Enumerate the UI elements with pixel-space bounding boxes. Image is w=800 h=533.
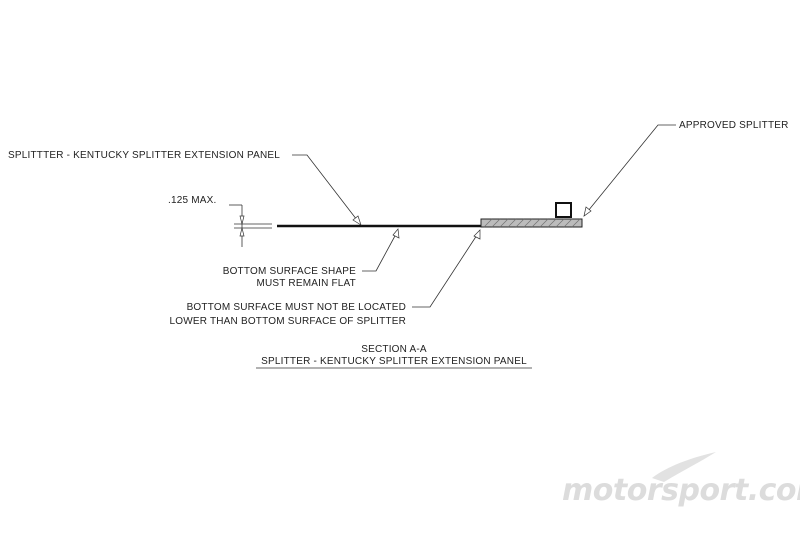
- flat-surface-leader: [362, 228, 400, 272]
- approved-splitter-label: APPROVED SPLITTER: [679, 120, 789, 131]
- extension-panel-leader: [292, 154, 362, 226]
- approved-splitter-leader: [583, 124, 676, 217]
- motorsport-watermark: motorsport.com: [562, 452, 800, 508]
- swoosh-icon: [652, 452, 716, 482]
- flat-surface-label-line2: MUST REMAIN FLAT: [256, 278, 356, 289]
- thickness-dimension: [229, 204, 272, 247]
- approved-splitter-body: [480, 218, 583, 228]
- max-thickness-label: .125 MAX.: [168, 195, 217, 206]
- flat-surface-label-line1: BOTTOM SURFACE SHAPE: [223, 266, 356, 277]
- watermark-text: motorsport.com: [562, 473, 800, 508]
- surface-location-label-line1: BOTTOM SURFACE MUST NOT BE LOCATED: [187, 302, 406, 313]
- surface-location-leader: [412, 229, 481, 308]
- support-tube: [555, 202, 572, 218]
- surface-location-label-line2: LOWER THAN BOTTOM SURFACE OF SPLITTER: [169, 316, 406, 327]
- section-subtitle: SPLITTER - KENTUCKY SPLITTER EXTENSION P…: [261, 356, 527, 367]
- extension-panel-label: SPLITTTER - KENTUCKY SPLITTER EXTENSION …: [8, 150, 280, 161]
- section-title: SECTION A-A: [361, 344, 427, 355]
